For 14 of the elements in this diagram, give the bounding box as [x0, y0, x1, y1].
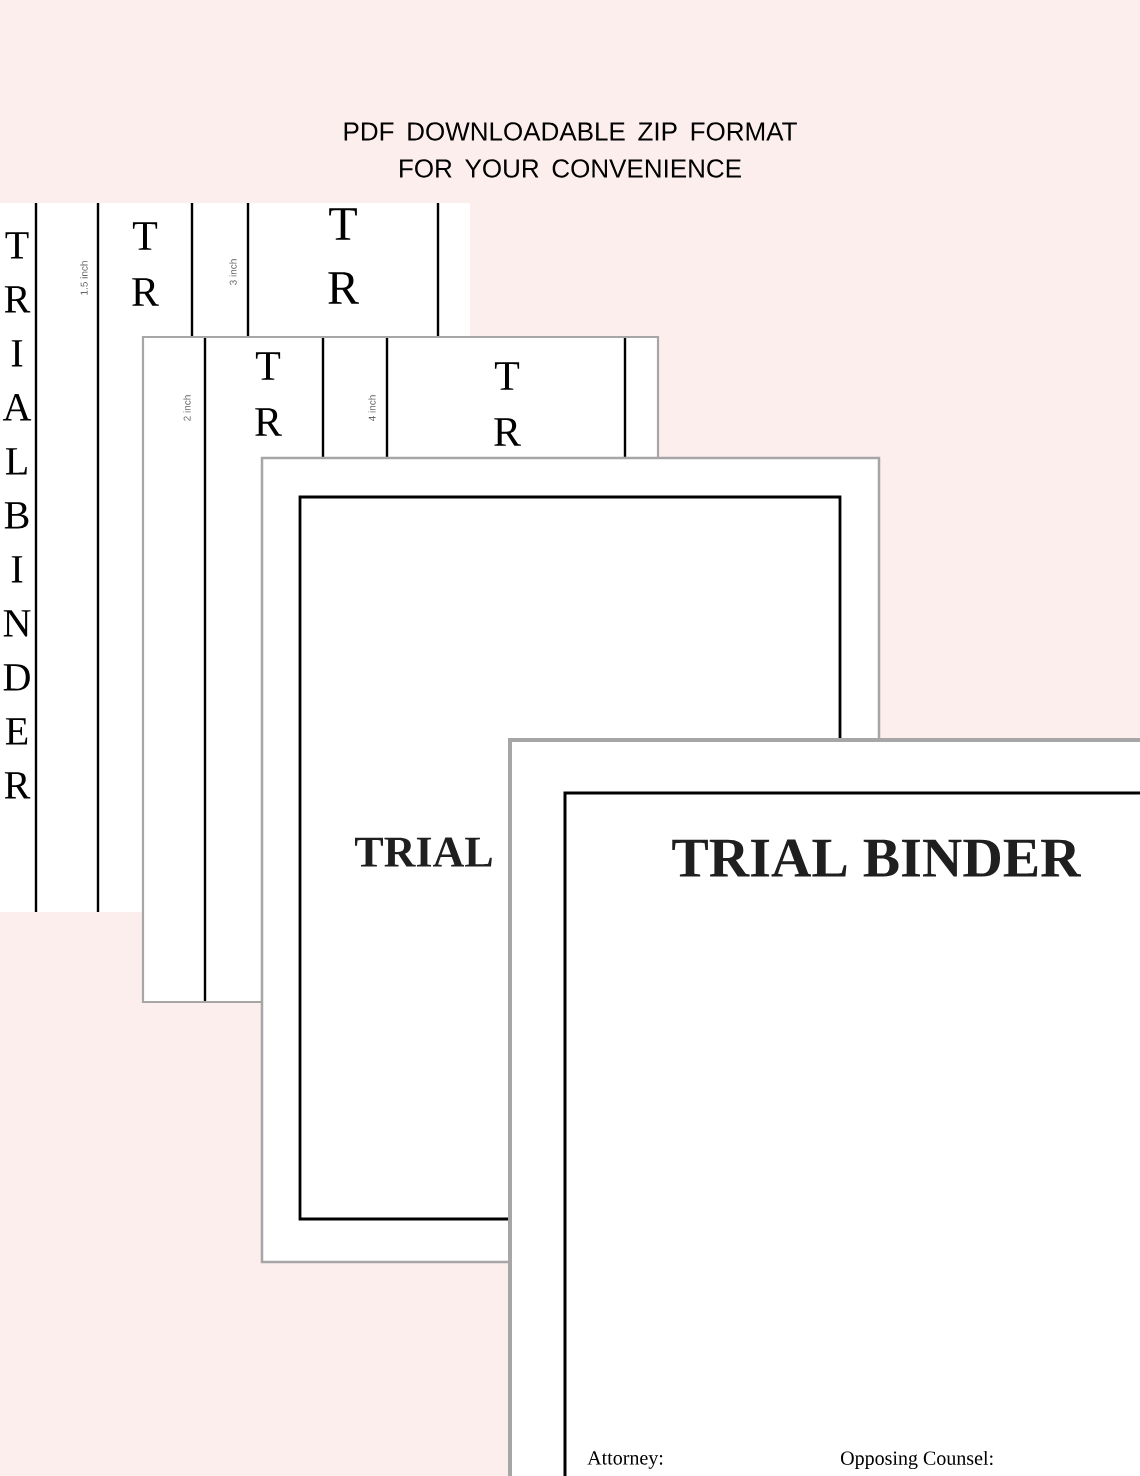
spine-text: TRIAL BINDER [2, 232, 32, 799]
cover-title: TRIAL [355, 837, 492, 867]
form-field-label: Opposing Counsel: [841, 1450, 993, 1470]
spine-width-label: 4 inch [368, 395, 376, 422]
spine-width-label: 3 inch [229, 259, 237, 285]
spine-text: TR [255, 352, 282, 436]
spine-width-label: 2 inch [183, 395, 191, 421]
spine-width-label: 1.5 inch [80, 261, 88, 295]
spine-text: TR [132, 222, 159, 306]
spine-text: TR [328, 208, 359, 304]
cover-title: TRIAL BINDER [672, 839, 1082, 877]
form-field-label: Attorney: [587, 1451, 663, 1469]
spine-text: TR [494, 362, 521, 446]
heading: PDF DOWNLOADABLE ZIP FORMAT FOR YOUR CONVENIENCE [344, 122, 797, 178]
